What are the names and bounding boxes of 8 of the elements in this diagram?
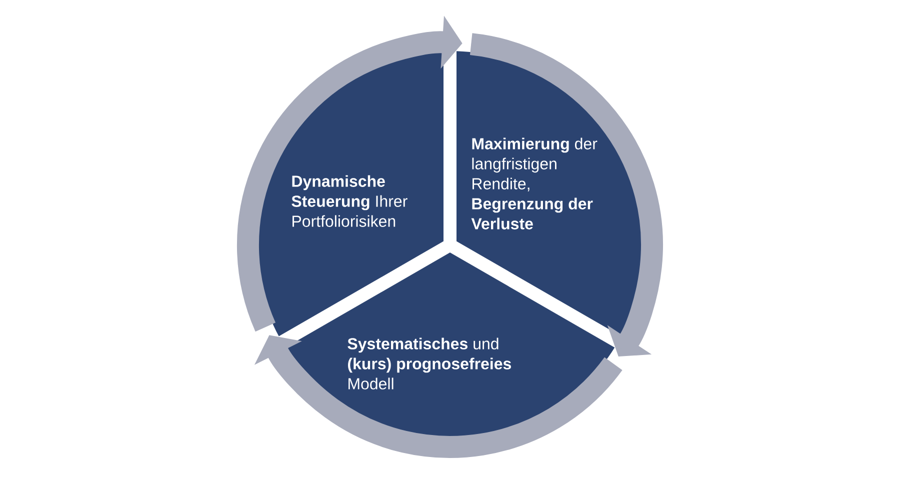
curved-arrow bbox=[254, 335, 622, 458]
node-label: Maximierung der langfristigen Rendite, Begrenzung der Verluste bbox=[471, 138, 598, 230]
curved-arrow bbox=[469, 33, 663, 356]
circle-sector: Dynamische Steuerung Ihrer Portfoliorisiken bbox=[256, 51, 444, 336]
circle-sector: Systematisches und (kurs) prognosefreies Modell bbox=[285, 252, 615, 439]
node-label: Dynamische Steuerung Ihrer Portfoliorisiken bbox=[292, 175, 408, 227]
circle-sector: Maximierung der langfristigen Rendite, Begrenzung der Verluste bbox=[456, 51, 644, 336]
node-label: Systematisches und (kurs) prognosefreies Modell bbox=[348, 338, 512, 390]
